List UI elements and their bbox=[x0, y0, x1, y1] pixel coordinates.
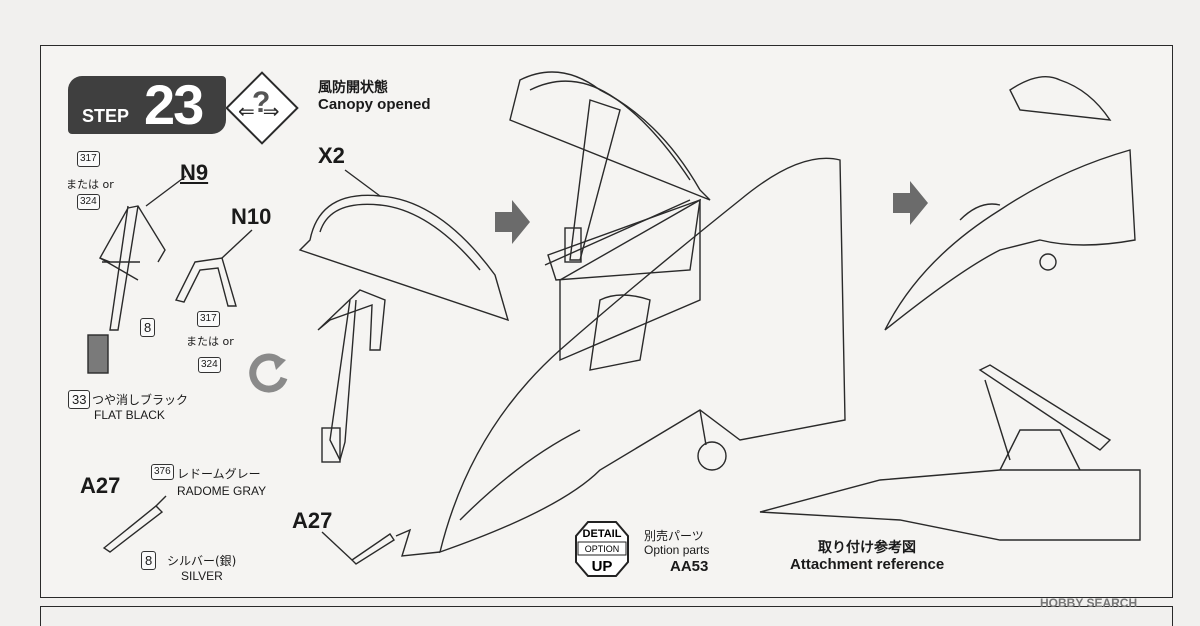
reference-aircraft-top-drawing bbox=[884, 76, 1136, 331]
canopy-opened-en: Canopy opened bbox=[318, 96, 431, 113]
radome-gray-jp: レドームグレー bbox=[177, 467, 261, 481]
attachment-reference-en: Attachment reference bbox=[790, 556, 945, 573]
or-label-a: または or bbox=[66, 178, 114, 191]
color-code-324-b: 324 bbox=[198, 357, 221, 373]
color-code-324-a: 324 bbox=[77, 194, 100, 210]
step-label: STEP bbox=[82, 106, 130, 126]
part-n10-label: N10 bbox=[231, 204, 272, 229]
watermark: HOBBY SEARCH bbox=[1040, 596, 1138, 610]
radome-gray-en: RADOME GRAY bbox=[177, 484, 267, 498]
color-code-33: 33 bbox=[68, 390, 91, 409]
next-step-panel bbox=[40, 606, 1173, 626]
option-parts-jp: 別売パーツ bbox=[644, 529, 704, 543]
a27-antenna-mid-drawing bbox=[350, 528, 441, 565]
attachment-reference-jp: 取り付け参考図 bbox=[818, 540, 916, 556]
double-arrow-icon: ⇐⇒ bbox=[238, 101, 288, 123]
color-code-376: 376 bbox=[151, 464, 174, 480]
n9-strut-drawing bbox=[87, 205, 166, 374]
detail-option-badge: DETAIL OPTION UP bbox=[575, 521, 629, 577]
flat-black-jp: つや消しブラック bbox=[92, 393, 189, 407]
x2-canopy-drawing bbox=[298, 194, 510, 463]
silver-en: SILVER bbox=[181, 569, 223, 583]
part-x2-label: X2 bbox=[318, 143, 345, 168]
badge-detail-text: DETAIL bbox=[583, 528, 622, 540]
badge-option-text: OPTION bbox=[585, 544, 620, 554]
or-label-b: または or bbox=[186, 335, 234, 348]
canopy-opened-jp: 風防開状態 bbox=[318, 80, 388, 96]
part-a27-mid-label: A27 bbox=[292, 508, 333, 533]
aircraft-main-drawing bbox=[439, 71, 846, 554]
option-parts-code: AA53 bbox=[670, 558, 709, 575]
flat-black-en: FLAT BLACK bbox=[94, 408, 165, 422]
step-badge: STEP 23 bbox=[68, 73, 226, 136]
color-code-317-a: 317 bbox=[77, 151, 100, 167]
a27-antenna-left-drawing bbox=[102, 505, 164, 553]
question-mark-icon: ? bbox=[252, 86, 271, 119]
silver-jp: シルバー(銀) bbox=[167, 554, 237, 568]
color-code-8-a: 8 bbox=[140, 318, 156, 337]
progress-arrow-2 bbox=[893, 181, 928, 225]
rotate-icon bbox=[249, 353, 288, 393]
instruction-panel bbox=[40, 45, 1173, 598]
progress-arrow-1 bbox=[495, 200, 530, 244]
option-parts-en: Option parts bbox=[644, 543, 710, 557]
step-number: 23 bbox=[144, 73, 204, 136]
reference-side-view-drawing bbox=[759, 364, 1141, 541]
n10-bracket-drawing bbox=[174, 257, 237, 307]
part-a27-left-label: A27 bbox=[80, 473, 121, 498]
part-n9-label: N9 bbox=[180, 160, 209, 185]
color-code-8-b: 8 bbox=[141, 551, 157, 570]
badge-up-text: UP bbox=[592, 558, 613, 575]
color-code-317-b: 317 bbox=[197, 311, 220, 327]
